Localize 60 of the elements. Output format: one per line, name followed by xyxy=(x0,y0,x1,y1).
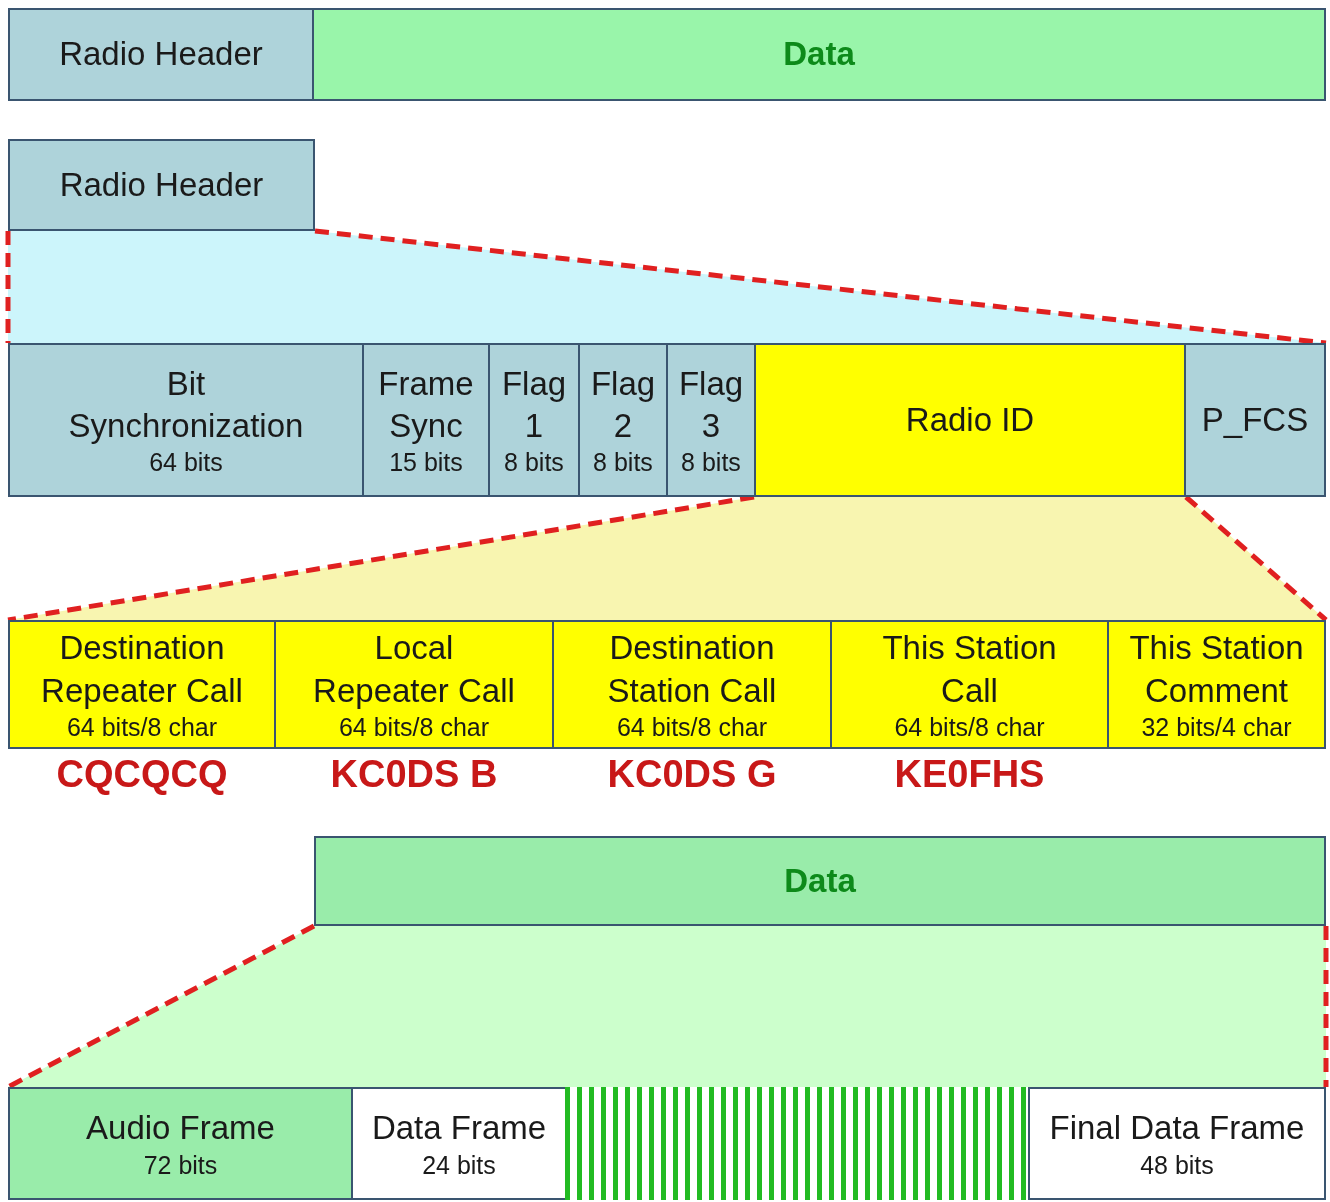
field-box xyxy=(754,343,1186,497)
field-box xyxy=(1184,343,1326,497)
field-name: Destination Station Call xyxy=(606,628,778,711)
field-name: This Station Call xyxy=(881,628,1058,711)
bit-size: 72 bits xyxy=(143,1149,218,1180)
call-sign: KC0DS B xyxy=(329,753,499,796)
zoom-line xyxy=(314,228,1327,346)
field-box xyxy=(1107,620,1326,749)
bit-size: 8 bits xyxy=(504,447,564,478)
field-box xyxy=(578,343,668,497)
field-box xyxy=(8,8,314,101)
bit-size: 64 bits/8 char xyxy=(616,711,768,742)
field-name: Local Repeater Call xyxy=(312,628,516,711)
call-sign: CQCQCQ xyxy=(55,753,229,796)
field-name: Flag 3 xyxy=(677,363,745,446)
field-box xyxy=(830,620,1109,749)
field-box xyxy=(1028,1087,1326,1200)
bit-size: 64 bits/8 char xyxy=(66,711,218,742)
field-name: Audio Frame xyxy=(86,1108,275,1149)
data-box xyxy=(312,8,1326,101)
field-name: Radio Header xyxy=(59,164,264,205)
bit-size: 24 bits xyxy=(422,1149,496,1180)
field-name: Radio ID xyxy=(905,399,1035,440)
field-name: Data Frame xyxy=(371,1108,547,1149)
bit-size: 64 bits xyxy=(149,447,223,478)
field-name: Final Data Frame xyxy=(1049,1108,1305,1149)
bit-size: 8 bits xyxy=(593,447,653,478)
zoom-line xyxy=(5,231,11,343)
field-box xyxy=(666,343,756,497)
field-name: Frame Sync xyxy=(377,363,475,446)
field-name: Radio Header xyxy=(59,34,263,75)
zoom-line xyxy=(1323,926,1329,1087)
field-name: This Station Comment xyxy=(1128,628,1305,711)
field-box xyxy=(8,620,276,749)
bit-size: 48 bits xyxy=(1140,1149,1214,1180)
field-box xyxy=(351,1087,567,1200)
bit-size: 32 bits/4 char xyxy=(1141,711,1292,742)
call-sign: KC0DS G xyxy=(606,753,778,796)
field-name: Flag 1 xyxy=(500,363,568,446)
field-box xyxy=(8,1087,353,1200)
bit-size: 64 bits/8 char xyxy=(338,711,490,742)
field-name: Bit Synchronization xyxy=(67,363,305,446)
field-box xyxy=(8,343,364,497)
field-name: Destination Repeater Call xyxy=(40,628,244,711)
bit-size: 64 bits/8 char xyxy=(894,711,1045,742)
bit-size: 15 bits xyxy=(389,447,463,478)
data-box xyxy=(314,836,1326,926)
field-name: P_FCS xyxy=(1201,399,1309,440)
field-box xyxy=(274,620,554,749)
field-box xyxy=(362,343,490,497)
field-name: Data xyxy=(783,34,855,75)
call-sign: KE0FHS xyxy=(893,753,1046,796)
field-box xyxy=(488,343,580,497)
zoom-line xyxy=(6,923,316,1090)
field-box xyxy=(552,620,832,749)
bit-size: 8 bits xyxy=(681,447,741,478)
field-box xyxy=(8,139,315,231)
field-name: Flag 2 xyxy=(589,363,657,446)
field-name: Data xyxy=(784,860,856,901)
zoom-line xyxy=(1184,495,1328,622)
